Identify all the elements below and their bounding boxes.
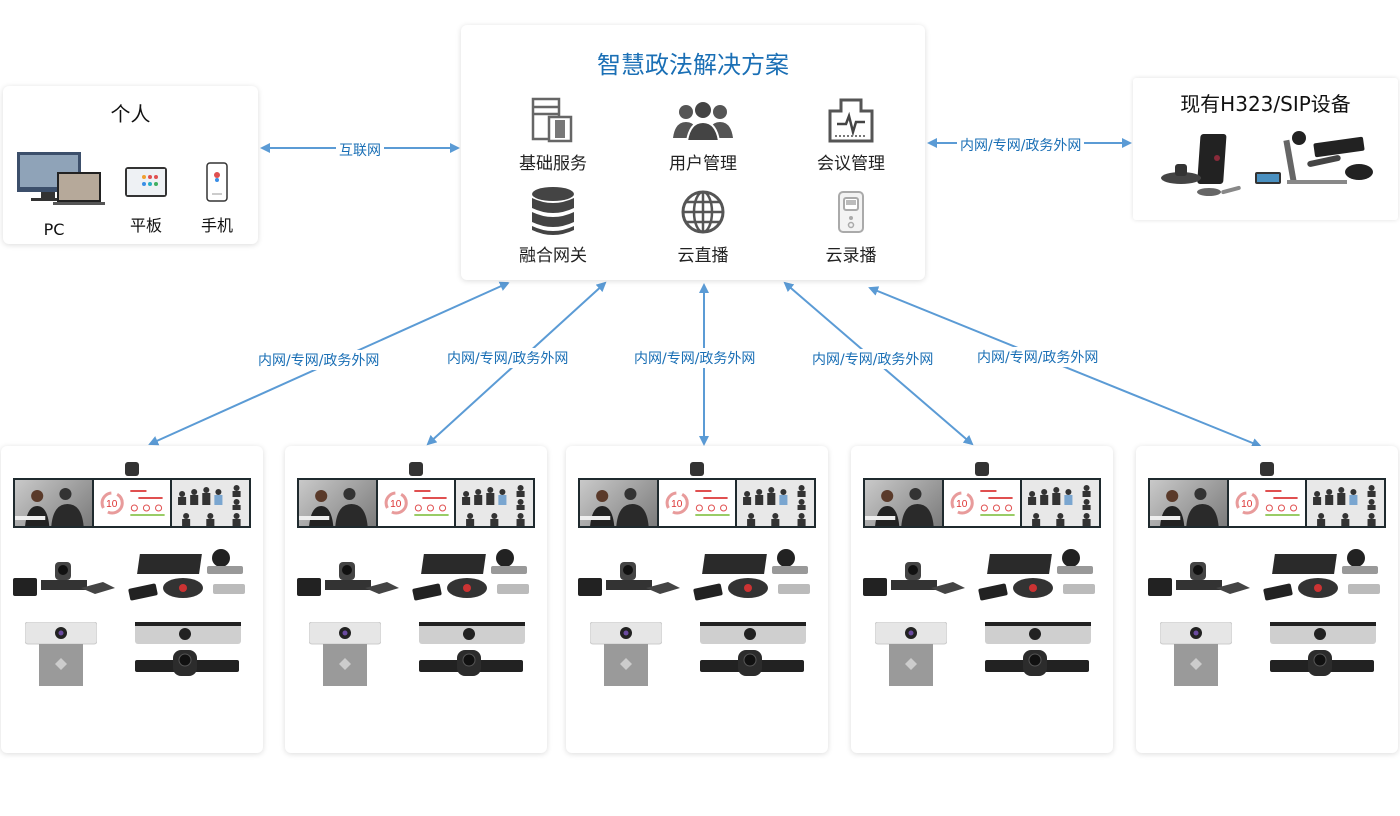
globe-icon — [643, 185, 763, 239]
screen-presentation: 10 — [943, 480, 1021, 526]
legacy-network-label: 内网/专网/政务外网 — [957, 135, 1085, 155]
service-label: 会议管理 — [817, 154, 885, 174]
endpoint-kit-right — [411, 546, 535, 608]
video-bars — [698, 622, 808, 684]
room-network-label-1: 内网/专网/政务外网 — [255, 350, 383, 370]
device-label: PC — [43, 220, 65, 239]
endpoint-kit-left — [295, 556, 405, 606]
video-wall: 10 — [13, 478, 251, 528]
svg-text:10: 10 — [671, 499, 683, 510]
screen-gallery — [172, 480, 250, 526]
service-label: 用户管理 — [669, 154, 737, 174]
desktop-terminal — [874, 621, 948, 690]
service-recording[interactable]: 云录播 — [791, 185, 911, 266]
service-meeting[interactable]: 会议管理 — [791, 93, 911, 174]
service-gateway[interactable]: 融合网关 — [493, 185, 613, 266]
recorder-icon — [791, 185, 911, 239]
room-network-label-5: 内网/专网/政务外网 — [974, 347, 1102, 367]
room-link-5 — [868, 286, 1262, 448]
database-icon — [493, 185, 613, 239]
legacy-title: 现有H323/SIP设备 — [1180, 92, 1351, 116]
conference-room-card-4: 10 — [851, 446, 1113, 753]
endpoint-kit-left — [861, 556, 971, 606]
service-label: 云录播 — [825, 246, 877, 266]
phone-icon — [195, 162, 239, 208]
video-wall: 10 — [863, 478, 1101, 528]
personal-card: 个人 PC 平板 手机 — [3, 86, 258, 244]
screen-gallery — [1307, 480, 1385, 526]
server-film-icon — [493, 93, 613, 147]
pc-laptop-icon — [15, 152, 105, 208]
endpoint-kit-right — [127, 546, 251, 608]
endpoint-kit-right — [692, 546, 816, 608]
screen-participants — [299, 480, 376, 526]
screen-gallery — [737, 480, 815, 526]
video-bars — [1268, 622, 1378, 684]
endpoint-kit-right — [1262, 546, 1386, 608]
desktop-terminal — [1159, 621, 1233, 690]
service-label: 云直播 — [677, 246, 729, 266]
video-bars — [983, 622, 1093, 684]
conference-room-card-1: 10 — [1, 446, 263, 753]
ptz-camera-icon — [125, 462, 139, 476]
screen-presentation: 10 — [658, 480, 736, 526]
service-users[interactable]: 用户管理 — [643, 93, 763, 174]
solution-title: 智慧政法解决方案 — [597, 51, 789, 79]
service-live[interactable]: 云直播 — [643, 185, 763, 266]
video-bars — [417, 622, 527, 684]
device-label: 手机 — [200, 216, 233, 235]
screen-presentation: 10 — [1228, 480, 1306, 526]
room-network-label-4: 内网/专网/政务外网 — [809, 349, 937, 369]
ptz-camera-icon — [409, 462, 423, 476]
conference-room-card-2: 10 — [285, 446, 547, 753]
screen-participants — [1150, 480, 1227, 526]
tablet-icon — [121, 166, 171, 208]
svg-text:10: 10 — [956, 499, 968, 510]
endpoint-kit-left — [576, 556, 686, 606]
room-network-label-2: 内网/专网/政务外网 — [444, 348, 572, 368]
ptz-camera-icon — [1260, 462, 1274, 476]
conference-room-card-3: 10 — [566, 446, 828, 753]
device-phone[interactable]: 手机 — [195, 162, 239, 236]
screen-presentation: 10 — [377, 480, 455, 526]
device-label: 平板 — [129, 216, 162, 235]
video-wall: 10 — [297, 478, 535, 528]
ptz-camera-icon — [975, 462, 989, 476]
screen-participants — [15, 480, 92, 526]
screen-gallery — [456, 480, 534, 526]
svg-text:10: 10 — [106, 499, 118, 510]
legacy-devices-card: 现有H323/SIP设备 — [1133, 78, 1398, 220]
endpoint-kit-left — [11, 556, 121, 606]
legacy-devices-image — [1159, 128, 1374, 200]
video-wall: 10 — [1148, 478, 1386, 528]
room-network-label-3: 内网/专网/政务外网 — [631, 348, 759, 368]
screen-participants — [865, 480, 942, 526]
users-icon — [643, 93, 763, 147]
screen-presentation: 10 — [93, 480, 171, 526]
conference-room-card-5: 10 — [1136, 446, 1398, 753]
desktop-terminal — [24, 621, 98, 690]
internet-label: 互联网 — [336, 140, 384, 160]
meeting-monitor-icon — [791, 93, 911, 147]
device-pc[interactable]: PC — [15, 152, 105, 239]
ptz-camera-icon — [690, 462, 704, 476]
screen-participants — [580, 480, 657, 526]
desktop-terminal — [308, 621, 382, 690]
screen-gallery — [1022, 480, 1100, 526]
video-wall: 10 — [578, 478, 816, 528]
solution-card: 智慧政法解决方案 基础服务 用户管理 会议管理 融合网关 云直播 云录播 — [461, 25, 925, 280]
svg-text:10: 10 — [390, 499, 402, 510]
service-label: 融合网关 — [519, 246, 587, 266]
endpoint-kit-left — [1146, 556, 1256, 606]
svg-text:10: 10 — [1241, 499, 1253, 510]
service-basic[interactable]: 基础服务 — [493, 93, 613, 174]
device-tablet[interactable]: 平板 — [121, 166, 171, 236]
service-label: 基础服务 — [519, 154, 587, 174]
desktop-terminal — [589, 621, 663, 690]
video-bars — [133, 622, 243, 684]
personal-title: 个人 — [110, 102, 151, 126]
endpoint-kit-right — [977, 546, 1101, 608]
